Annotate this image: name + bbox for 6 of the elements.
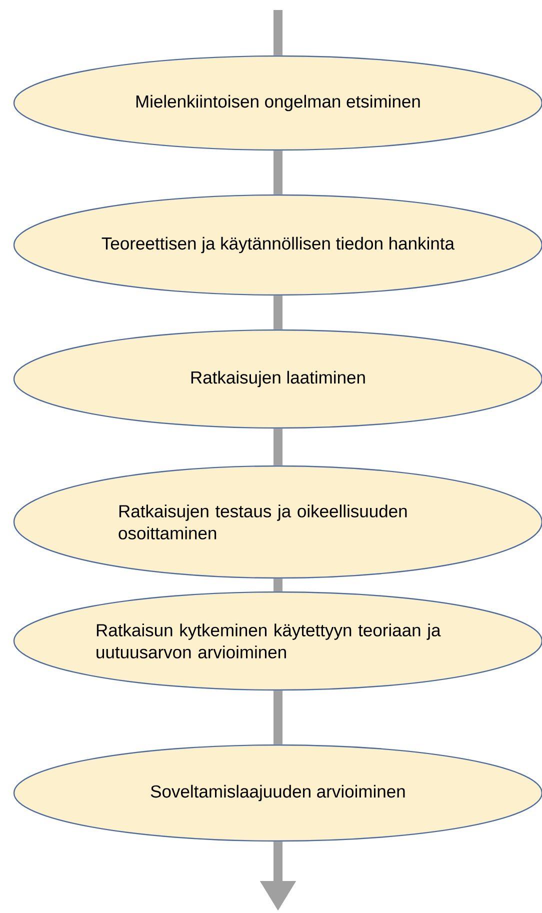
connector bbox=[274, 690, 282, 744]
connector bbox=[274, 150, 282, 194]
connector bbox=[274, 10, 282, 56]
connector bbox=[274, 578, 282, 592]
connector bbox=[274, 428, 282, 466]
connector bbox=[274, 296, 282, 330]
